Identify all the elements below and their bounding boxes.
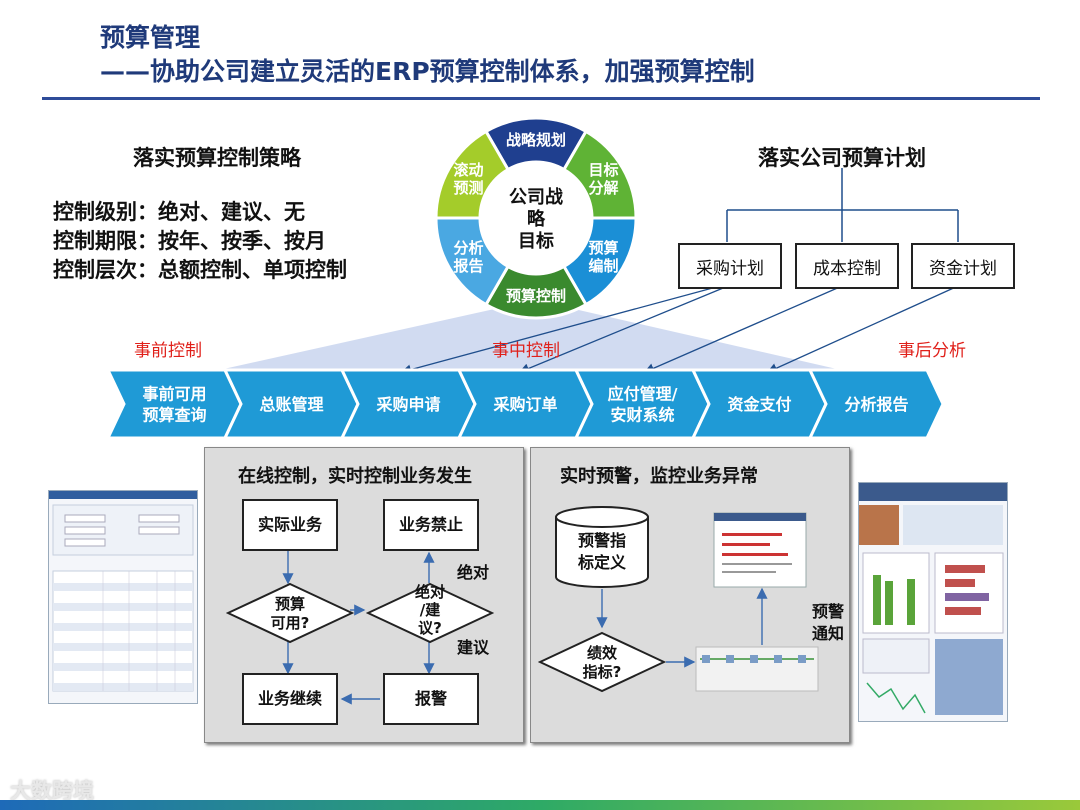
cycle-segment-label: 预算: [589, 239, 619, 257]
process-step-label: 预算查询: [142, 406, 206, 425]
business-forbidden-box: 业务禁止: [383, 499, 479, 551]
absolute-line3: 议?: [418, 619, 442, 637]
absolute-line2: /建: [420, 601, 441, 619]
label-suggest: 建议: [457, 637, 489, 659]
cycle-segment-label: 编制: [589, 257, 619, 275]
cycle-segment-label: 分解: [589, 179, 619, 197]
process-step: [108, 370, 241, 438]
phase-pre-control: 事前控制: [134, 336, 202, 361]
kpi-line1: 绩效: [587, 644, 618, 662]
dashboard-screenshot: [858, 482, 1008, 722]
absolute-line1: 绝对: [415, 583, 445, 601]
warning-notice-line2: 通知: [812, 623, 844, 645]
warning-definition-line2: 标定义: [556, 552, 648, 574]
alarm-box: 报警: [383, 673, 479, 725]
bottom-color-bar: [0, 800, 1080, 810]
budget-available-decision: 预算 可用?: [226, 582, 354, 644]
cycle-segment-label: 分析: [453, 239, 483, 257]
phase-in-control: 事中控制: [492, 336, 560, 361]
plan-capital: 资金计划: [911, 243, 1015, 289]
warning-notice-label: 预警 通知: [812, 601, 844, 645]
cycle-segment-label: 滚动: [453, 161, 483, 179]
kpi-decision: 绩效 指标?: [538, 631, 666, 693]
process-step-label: 总账管理: [259, 395, 323, 414]
warning-connectors: [530, 447, 850, 743]
budget-available-line1: 预算: [275, 595, 305, 613]
actual-business-box: 实际业务: [242, 499, 338, 551]
cycle-segment-label: 预算控制: [506, 287, 566, 305]
cycle-segment-label: 预测: [453, 179, 483, 197]
process-step-label: 资金支付: [727, 395, 791, 414]
process-step-label: 采购申请: [375, 395, 440, 414]
process-step-label: 安财系统: [610, 406, 674, 425]
kpi-line2: 指标?: [583, 663, 622, 681]
process-step-label: 采购订单: [492, 395, 557, 414]
absolute-suggest-decision: 绝对 /建 议?: [366, 582, 494, 644]
process-step: [576, 370, 709, 438]
plan-cost-control: 成本控制: [795, 243, 899, 289]
process-step-label: 应付管理/: [608, 385, 678, 404]
erp-form-screenshot: [48, 490, 198, 704]
strategy-cycle: 战略规划目标分解预算编制预算控制分析报告滚动预测公司战略目标: [430, 112, 642, 324]
cycle-center-label: 略: [527, 208, 546, 230]
phase-post-analysis: 事后分析: [898, 336, 966, 361]
plan-heading: 落实公司预算计划: [758, 142, 926, 172]
cycle-center-label: 公司战: [509, 187, 563, 208]
process-step-label: 事前可用: [142, 385, 206, 404]
budget-available-line2: 可用?: [271, 614, 310, 632]
warning-definition-line1: 预警指: [556, 530, 648, 552]
cycle-segment-label: 报告: [453, 257, 483, 275]
plan-tree: [727, 168, 958, 242]
business-continue-box: 业务继续: [242, 673, 338, 725]
cycle-segment-label: 目标: [589, 161, 619, 179]
process-step-label: 分析报告: [844, 395, 908, 414]
warning-definition-label: 预警指 标定义: [556, 530, 648, 574]
cycle-center-label: 目标: [518, 230, 554, 252]
cycle-segment-label: 战略规划: [506, 131, 566, 149]
plan-procurement: 采购计划: [678, 243, 782, 289]
warning-notice-line1: 预警: [812, 601, 844, 623]
label-absolute: 绝对: [457, 562, 489, 584]
